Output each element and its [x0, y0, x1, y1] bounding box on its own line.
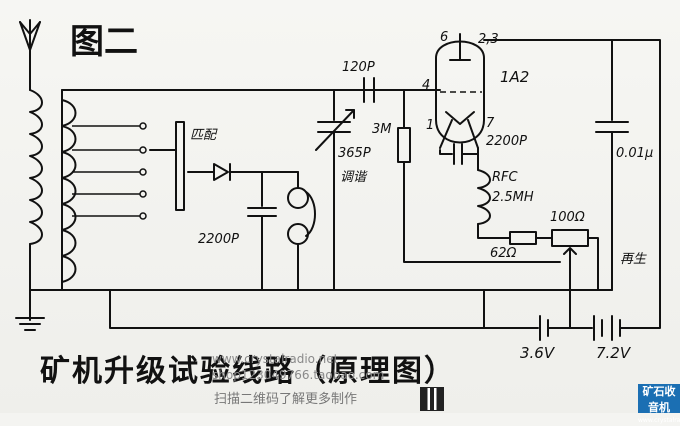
choke-value: 2.5MH [492, 190, 534, 205]
battery-circuit [109, 39, 661, 341]
regen-label: 再生 [620, 252, 647, 267]
plate-capacitor [439, 143, 479, 165]
tuning-capacitor [315, 89, 355, 291]
pot-value-label: 100Ω [550, 210, 585, 225]
logo-url: www.crystalradio.cn [638, 417, 680, 424]
site-logo: 矿石收音机 www.crystalradio.cn [638, 384, 680, 424]
antenna-coil [29, 89, 43, 321]
coupling-cap-label: 120P [342, 60, 375, 75]
grid-leak-resistor [397, 89, 561, 263]
schematic-paper [0, 0, 680, 413]
coupling-capacitor [337, 77, 431, 103]
tuning-label: 调谐 [340, 170, 367, 185]
watermark-shop: shop123049766.taobao.com [212, 368, 385, 382]
qr-code-icon[interactable] [420, 387, 444, 411]
tapped-coil [61, 89, 147, 291]
tube-pins-2-3: 2,3 [478, 32, 499, 47]
logo-title: 矿石收音机 [642, 385, 676, 414]
circuit-schematic [15, 19, 661, 341]
tube-pin-4: 4 [422, 78, 431, 93]
scan-qr-text: 扫描二维码了解更多制作 [214, 392, 358, 407]
battery-1-label: 3.6V [520, 344, 555, 362]
detector-diode [187, 163, 299, 181]
rf-choke [477, 147, 511, 239]
resistor-62 [509, 231, 553, 245]
grid-leak-label: 3M [372, 122, 392, 137]
bypass-cap-label: 0.01μ [616, 146, 654, 161]
choke-label: RFC [492, 170, 518, 185]
battery-2-label: 7.2V [596, 344, 631, 362]
tube-pin-7: 7 [486, 116, 495, 131]
detector-cap-label: 2200P [198, 232, 239, 247]
schematic-caption: 矿机升级试验线路（原理图） [40, 354, 456, 389]
matching-switch [149, 121, 185, 211]
plate-cap-label: 2200P [486, 134, 527, 149]
watermark-site: www.crystalradio.net [212, 352, 339, 366]
detector-capacitor [247, 171, 277, 291]
tuning-cap-label: 365P [338, 146, 371, 161]
antenna-symbol [19, 19, 41, 91]
ground-symbol [15, 299, 45, 331]
regen-potentiometer [551, 229, 599, 291]
tube-name-label: 1A2 [500, 68, 530, 86]
tube-pin-6: 6 [440, 30, 449, 45]
matching-label: 匹配 [190, 128, 217, 143]
tube-pin-1: 1 [426, 118, 435, 133]
resistor-62-label: 62Ω [490, 246, 517, 261]
headphones [287, 171, 316, 291]
figure-title: 图二 [70, 22, 138, 62]
vacuum-tube-1a2 [435, 33, 485, 149]
